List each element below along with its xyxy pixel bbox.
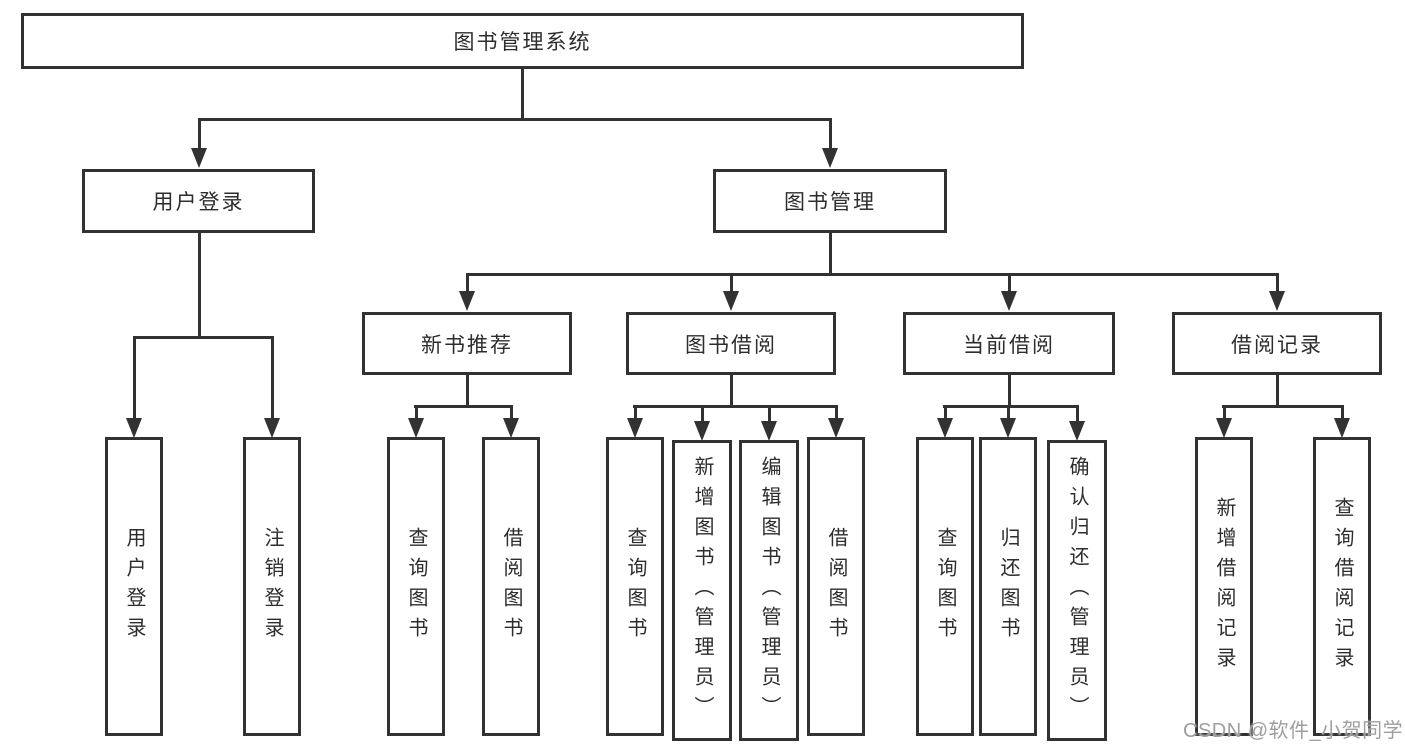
connector-line (701, 405, 704, 423)
node-borrow-records: 借阅记录 (1172, 312, 1382, 375)
connector-line (633, 405, 837, 408)
arrowhead-icon (1334, 418, 1350, 438)
node-library-system: 图书管理系统 (21, 13, 1024, 69)
connector-line (271, 336, 274, 420)
connector-line (1223, 405, 1226, 420)
arrowhead-icon (191, 148, 207, 168)
leaf-borrow-borrow-books: 借阅图书 (807, 437, 865, 736)
arrowhead-icon (627, 418, 643, 438)
connector-line (730, 375, 733, 405)
connector-line (1008, 375, 1011, 405)
leaf-current-confirm-return-admin: 确认归还（管理员） (1047, 440, 1107, 741)
connector-line (944, 405, 947, 420)
arrowhead-icon (1216, 418, 1232, 438)
leaf-current-return-books: 归还图书 (979, 437, 1037, 736)
arrowhead-icon (937, 418, 953, 438)
leaf-borrow-query-books: 查询图书 (606, 437, 664, 736)
arrowhead-icon (694, 421, 710, 441)
node-new-book-recommend: 新书推荐 (362, 312, 572, 375)
node-book-borrow: 图书借阅 (626, 312, 836, 375)
connector-line (198, 118, 832, 121)
connector-line (1276, 375, 1279, 405)
connector-line (133, 336, 273, 339)
arrowhead-icon (723, 291, 739, 311)
connector-line (943, 405, 1079, 408)
connector-line (1341, 405, 1344, 420)
connector-line (730, 273, 733, 293)
leaf-user-login: 用户登录 (105, 437, 163, 736)
arrowhead-icon (264, 418, 280, 438)
arrowhead-icon (503, 418, 519, 438)
arrowhead-icon (459, 291, 475, 311)
connector-line (466, 273, 1278, 276)
connector-line (414, 405, 512, 408)
connector-line (1276, 273, 1279, 293)
arrowhead-icon (1269, 291, 1285, 311)
arrowhead-icon (126, 418, 142, 438)
leaf-records-query-record: 查询借阅记录 (1313, 437, 1371, 736)
connector-line (415, 405, 418, 420)
arrowhead-icon (761, 421, 777, 441)
leaf-logout: 注销登录 (243, 437, 301, 736)
arrowhead-icon (1000, 418, 1016, 438)
connector-line (768, 405, 771, 423)
arrowhead-icon (822, 148, 838, 168)
node-user-login: 用户登录 (82, 169, 315, 233)
connector-line (1222, 405, 1344, 408)
arrowhead-icon (1001, 291, 1017, 311)
connector-line (521, 69, 524, 118)
leaf-borrow-add-books-admin: 新增图书（管理员） (672, 440, 732, 741)
arrowhead-icon (408, 418, 424, 438)
connector-line (829, 118, 832, 150)
connector-line (198, 118, 201, 150)
connector-line (1076, 405, 1079, 423)
connector-line (1007, 405, 1010, 420)
connector-line (835, 405, 838, 420)
arrowhead-icon (828, 418, 844, 438)
leaf-recommend-query-books: 查询图书 (387, 437, 445, 736)
connector-line (634, 405, 637, 420)
connector-line (133, 336, 136, 420)
connector-line (1008, 273, 1011, 293)
leaf-records-add-record: 新增借阅记录 (1195, 437, 1253, 736)
connector-line (198, 233, 201, 336)
leaf-current-query-books: 查询图书 (916, 437, 974, 736)
connector-line (510, 405, 513, 420)
leaf-borrow-edit-books-admin: 编辑图书（管理员） (739, 440, 799, 741)
watermark: CSDN @软件_小贺同学 (1183, 720, 1404, 742)
connector-line (829, 233, 832, 273)
arrowhead-icon (1069, 421, 1085, 441)
node-book-management: 图书管理 (713, 169, 947, 233)
node-current-borrow: 当前借阅 (903, 312, 1115, 375)
connector-line (466, 273, 469, 293)
connector-line (466, 375, 469, 405)
leaf-recommend-borrow-books: 借阅图书 (482, 437, 540, 736)
